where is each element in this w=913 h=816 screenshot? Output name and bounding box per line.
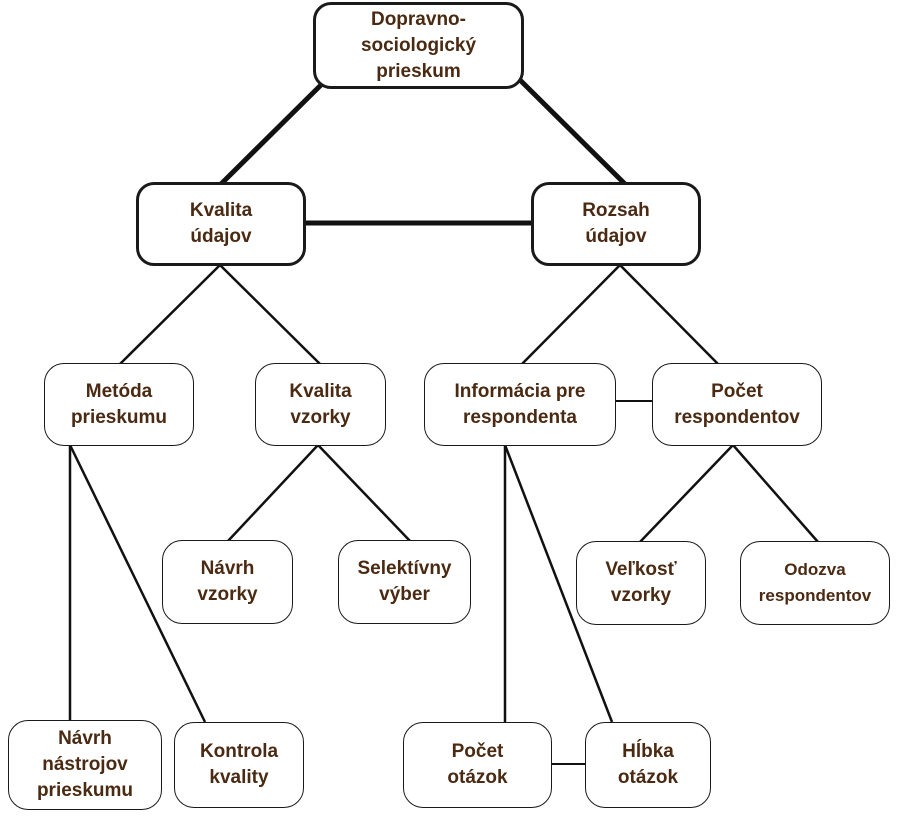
edge-kvalita-udajov-kvalita-vzorky bbox=[219, 264, 321, 365]
edge-root-kvalita-udajov bbox=[218, 78, 328, 187]
node-navrh-nastrojov-label: Návrh nástrojov prieskumu bbox=[36, 728, 134, 801]
node-velkost-vzorky: Veľkosť vzorky bbox=[576, 541, 706, 625]
node-pocet-respondentov: Počet respondentov bbox=[652, 363, 822, 446]
node-metoda-prieskumu-label: Metóda prieskumu bbox=[70, 380, 168, 428]
node-navrh-nastrojov: Návrh nástrojov prieskumu bbox=[8, 720, 162, 810]
node-velkost-vzorky-label: Veľkosť vzorky bbox=[605, 559, 677, 606]
edge-kvalita-udajov-metoda bbox=[119, 264, 221, 365]
edge-metoda-kontrola bbox=[68, 444, 207, 723]
node-rozsah-udajov: Rozsah údajov bbox=[531, 182, 701, 266]
edge-pocet-respondentov-odozva bbox=[732, 444, 819, 543]
node-navrh-vzorky: Návrh vzorky bbox=[162, 540, 293, 624]
node-informacia-pre-respondenta: Informácia pre respondenta bbox=[424, 363, 616, 446]
edge-informacia-hlbka bbox=[503, 444, 614, 723]
node-kontrola-kvality-label: Kontrola kvality bbox=[199, 741, 279, 788]
node-hlbka-otazok-label: Hĺbka otázok bbox=[617, 741, 679, 788]
edge-root-rozsah-udajov bbox=[518, 78, 628, 187]
node-kvalita-udajov: Kvalita údajov bbox=[136, 182, 306, 266]
edge-kvalita-vzorky-navrh-vzorky bbox=[227, 444, 319, 542]
node-odozva-respondentov-label: Odozva respondentov bbox=[758, 560, 872, 605]
node-pocet-respondentov-label: Počet respondentov bbox=[674, 380, 800, 428]
edge-rozsah-informacia bbox=[521, 264, 621, 365]
node-kvalita-udajov-label: Kvalita údajov bbox=[189, 200, 253, 247]
node-rozsah-udajov-label: Rozsah údajov bbox=[582, 200, 650, 247]
edge-kvalita-vzorky-selektivny bbox=[317, 444, 411, 542]
node-navrh-vzorky-label: Návrh vzorky bbox=[197, 558, 258, 605]
node-selektivny-vyber: Selektívny výber bbox=[338, 540, 471, 624]
node-root: Dopravno- sociologický prieskum bbox=[313, 2, 524, 89]
node-odozva-respondentov: Odozva respondentov bbox=[740, 541, 890, 625]
node-informacia-pre-respondenta-label: Informácia pre respondenta bbox=[454, 380, 586, 428]
node-kvalita-vzorky: Kvalita vzorky bbox=[255, 363, 386, 446]
node-pocet-otazok-label: Počet otázok bbox=[447, 741, 508, 788]
node-kvalita-vzorky-label: Kvalita vzorky bbox=[289, 380, 352, 428]
node-root-label: Dopravno- sociologický prieskum bbox=[360, 8, 477, 82]
edge-pocet-respondentov-velkost bbox=[639, 444, 734, 543]
node-selektivny-vyber-label: Selektívny výber bbox=[357, 558, 452, 605]
node-metoda-prieskumu: Metóda prieskumu bbox=[44, 363, 194, 446]
edge-rozsah-pocet-respondentov bbox=[619, 264, 719, 365]
node-hlbka-otazok: Hĺbka otázok bbox=[585, 722, 711, 808]
node-kontrola-kvality: Kontrola kvality bbox=[174, 722, 304, 808]
node-pocet-otazok: Počet otázok bbox=[403, 722, 552, 808]
